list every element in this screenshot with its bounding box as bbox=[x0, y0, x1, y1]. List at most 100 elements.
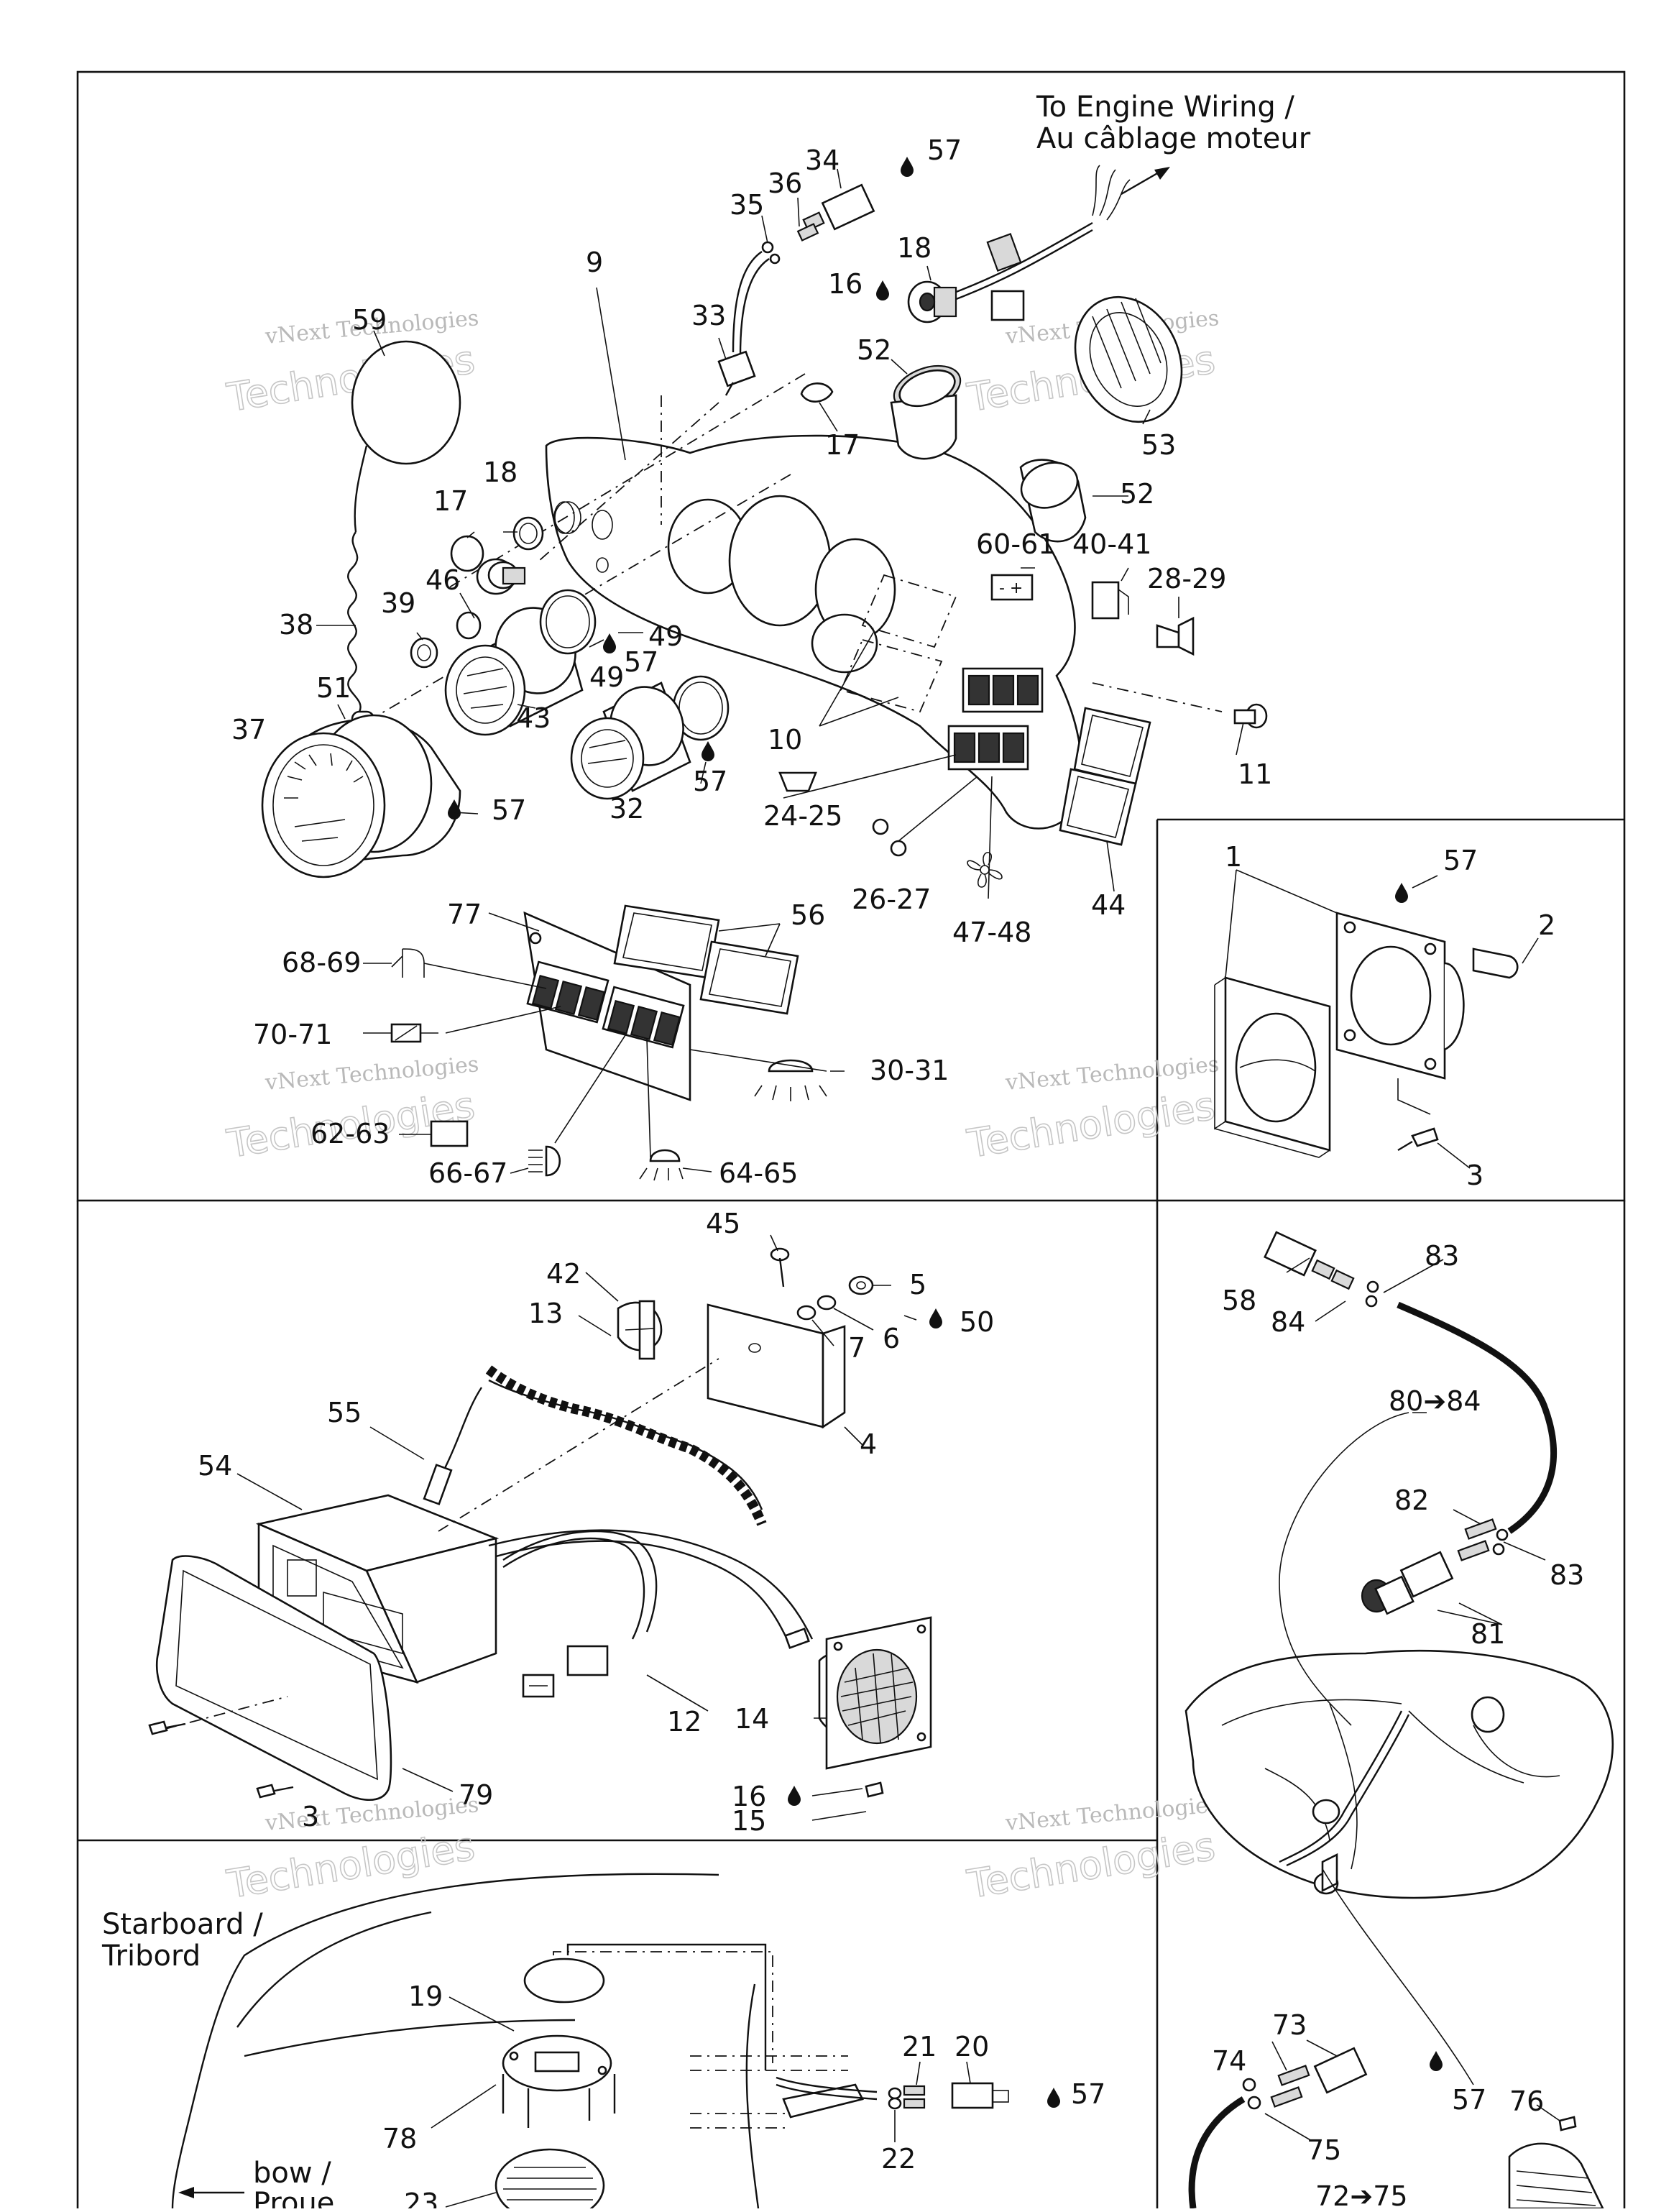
part-key-switch bbox=[907, 280, 957, 323]
callout-18: 18 bbox=[897, 232, 932, 264]
callout-19: 19 bbox=[408, 1981, 443, 2012]
callout-32: 32 bbox=[610, 793, 644, 825]
callout-9: 9 bbox=[586, 247, 603, 278]
fan-icon bbox=[967, 852, 1003, 888]
callout-73: 73 bbox=[1272, 2009, 1307, 2041]
callout-57-c: 57 bbox=[492, 794, 526, 826]
part-bulb-2 bbox=[1472, 947, 1519, 979]
callout-34: 34 bbox=[805, 144, 840, 176]
callout-4: 4 bbox=[860, 1428, 877, 1460]
part-ring-18-left bbox=[512, 516, 544, 551]
part-nut-52-upper bbox=[890, 364, 962, 460]
callout-16-b: 16 bbox=[732, 1781, 766, 1812]
callout-20: 20 bbox=[954, 2031, 989, 2062]
note-engine-wiring-1: To Engine Wiring / bbox=[1036, 91, 1294, 124]
callout-76: 76 bbox=[1509, 2085, 1544, 2117]
callout-57-f: 57 bbox=[1071, 2078, 1105, 2110]
section-right-wiring bbox=[1184, 1231, 1614, 2210]
deck-lines bbox=[690, 2055, 848, 2129]
drop-icon bbox=[1395, 883, 1408, 903]
part-washer-6 bbox=[816, 1295, 837, 1311]
part-gauge-32 bbox=[570, 682, 691, 800]
callout-79: 79 bbox=[459, 1779, 493, 1811]
callout-51: 51 bbox=[316, 672, 351, 704]
callout-54: 54 bbox=[198, 1450, 232, 1482]
callout-17-b: 17 bbox=[433, 485, 468, 517]
callout-2: 2 bbox=[1538, 909, 1555, 941]
part-bezel-1 bbox=[1214, 976, 1331, 1158]
part-screw bbox=[256, 1784, 294, 1799]
callout-58: 58 bbox=[1222, 1285, 1256, 1316]
callout-45: 45 bbox=[706, 1208, 740, 1239]
section-gauge-inset bbox=[1214, 869, 1539, 1169]
svg-text:- +: - + bbox=[999, 579, 1023, 597]
callout-5: 5 bbox=[909, 1269, 926, 1300]
speaker-cable bbox=[495, 1540, 792, 1647]
symbol-24-25 bbox=[778, 771, 817, 792]
callout-40-41: 40-41 bbox=[1072, 528, 1151, 560]
horn-icon bbox=[1156, 616, 1195, 656]
callout-36: 36 bbox=[768, 167, 802, 199]
panel-dashboard bbox=[76, 70, 1626, 1202]
callout-35: 35 bbox=[730, 189, 764, 221]
engine-wiring-harness bbox=[948, 165, 1170, 321]
callout-77: 77 bbox=[447, 899, 482, 930]
note-bow-1: bow / bbox=[253, 2157, 331, 2190]
callout-81: 81 bbox=[1471, 1618, 1505, 1650]
align-line-6 bbox=[438, 1358, 719, 1532]
align-line-5 bbox=[1092, 682, 1223, 712]
cable-80-84 bbox=[1397, 1301, 1557, 1534]
callout-83-b: 83 bbox=[1550, 1559, 1584, 1591]
part-lens-44 bbox=[1059, 707, 1151, 846]
part-connector-34 bbox=[761, 183, 875, 265]
callout-12: 12 bbox=[667, 1706, 702, 1738]
part-connector-58 bbox=[1264, 1231, 1379, 1308]
callout-labels: 59 9 33 35 36 34 57 16 18 52 17 53 52 18… bbox=[198, 134, 1584, 2212]
callout-57-d: 57 bbox=[693, 766, 727, 797]
drop-icon bbox=[929, 1308, 942, 1328]
part-nut-5 bbox=[848, 1275, 874, 1295]
callout-80-84: 80➔84 bbox=[1389, 1385, 1481, 1417]
symbol-62-63 bbox=[430, 1120, 469, 1147]
part-ring-39 bbox=[410, 637, 438, 669]
callout-82: 82 bbox=[1394, 1484, 1429, 1516]
callout-74: 74 bbox=[1212, 2045, 1246, 2077]
svg-text:Technologies: Technologies bbox=[964, 1083, 1218, 1167]
note-starboard-1: Starboard / bbox=[102, 1908, 263, 1941]
part-clip-42 bbox=[617, 1300, 663, 1360]
console-switch-bank-lower bbox=[947, 725, 1029, 771]
light-icon bbox=[754, 1059, 827, 1101]
callout-10: 10 bbox=[768, 724, 802, 756]
leader-lines-starboard bbox=[431, 1996, 971, 2208]
hull-outline bbox=[244, 2019, 576, 2057]
callout-57-e: 57 bbox=[1443, 845, 1478, 876]
align-line-7 bbox=[165, 1696, 288, 1730]
callout-47-48: 47-48 bbox=[952, 917, 1031, 948]
svg-text:Technologies: Technologies bbox=[224, 1823, 477, 1907]
callout-49: 49 bbox=[648, 620, 683, 652]
drop-icon bbox=[876, 280, 889, 300]
symbol-26-27 bbox=[872, 818, 907, 857]
part-connector-12 bbox=[502, 1530, 658, 1698]
callout-62-63: 62-63 bbox=[310, 1118, 390, 1149]
part-connector-81 bbox=[1361, 1518, 1509, 1615]
drop-icon bbox=[901, 157, 914, 177]
note-bow-2: Proue bbox=[253, 2187, 334, 2208]
symbol-64-65 bbox=[639, 1149, 684, 1181]
callout-49-b: 49 bbox=[589, 661, 624, 693]
callout-68-69: 68-69 bbox=[282, 947, 361, 978]
symbol-70-71 bbox=[374, 1023, 438, 1043]
drop-icon bbox=[603, 633, 616, 653]
part-rivet-45 bbox=[770, 1247, 790, 1288]
headlight-icon bbox=[528, 1145, 561, 1177]
callout-57-g: 57 bbox=[1452, 2084, 1486, 2116]
note-engine-wiring-2: Au câblage moteur bbox=[1036, 122, 1311, 155]
part-bracket-4 bbox=[707, 1303, 846, 1429]
callout-64-65: 64-65 bbox=[719, 1157, 798, 1189]
battery-icon bbox=[990, 574, 1034, 601]
watermark-5: vNext Technologies Technologies bbox=[223, 1792, 479, 1908]
part-gauge-53 bbox=[1074, 295, 1183, 423]
align-line-2 bbox=[538, 402, 719, 561]
callout-21: 21 bbox=[902, 2031, 937, 2062]
